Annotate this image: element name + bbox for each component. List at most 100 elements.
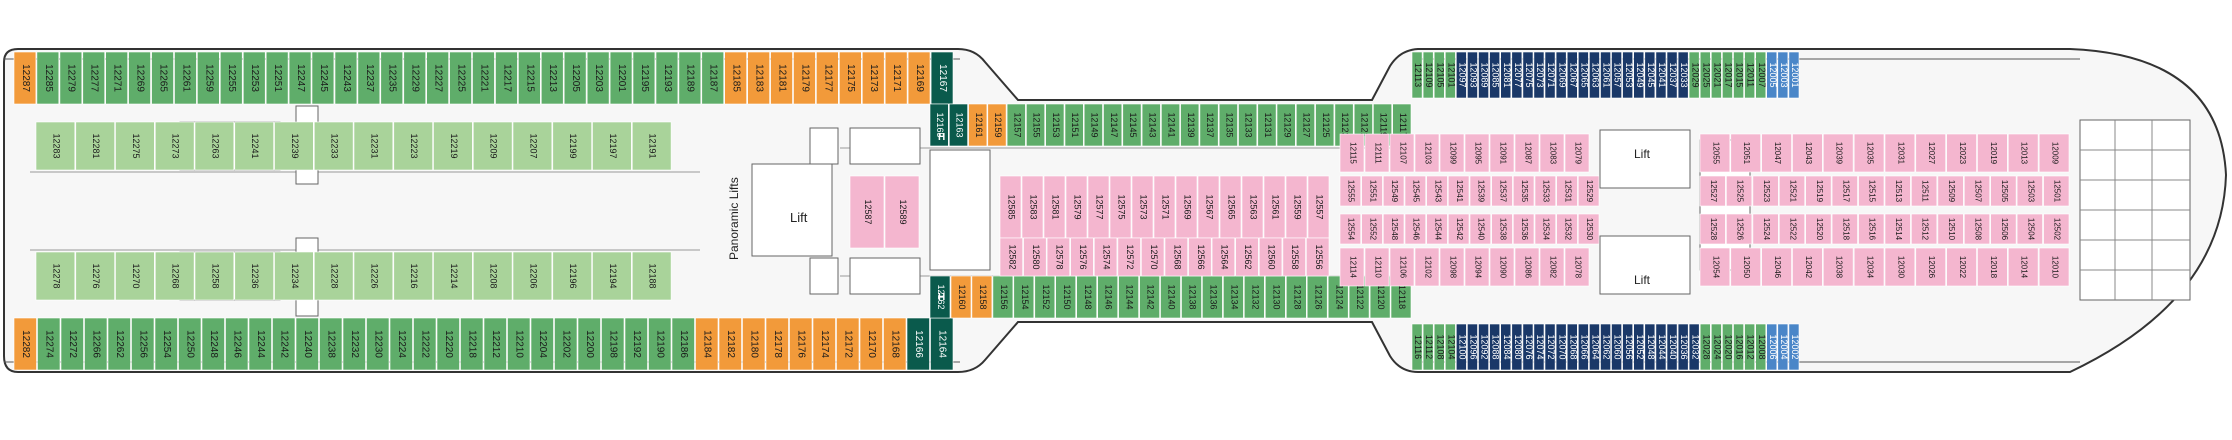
cabin-12163[interactable]: 12163	[948, 103, 968, 147]
cabin-12502[interactable]: 12502	[2043, 213, 2070, 245]
cabin-12240[interactable]: 12240	[295, 317, 319, 371]
cabin-12580[interactable]: 12580	[1023, 237, 1047, 277]
cabin-12144[interactable]: 12144	[1118, 275, 1139, 319]
cabin-12501[interactable]: 12501	[2043, 175, 2070, 207]
cabin-12099[interactable]: 12099	[1439, 133, 1465, 173]
cabin-12111[interactable]: 12111	[1364, 133, 1390, 173]
cabin-12223[interactable]: 12223	[393, 121, 433, 171]
cabin-12147[interactable]: 12147	[1103, 103, 1123, 147]
cabin-12196[interactable]: 12196	[552, 251, 592, 301]
cabin-12559[interactable]: 12559	[1285, 175, 1308, 239]
cabin-12131[interactable]: 12131	[1257, 103, 1277, 147]
cabin-12254[interactable]: 12254	[154, 317, 178, 371]
cabin-12523[interactable]: 12523	[1752, 175, 1779, 207]
cabin-12566[interactable]: 12566	[1188, 237, 1212, 277]
cabin-12554[interactable]: 12554	[1339, 213, 1362, 245]
cabin-12087[interactable]: 12087	[1514, 133, 1540, 173]
cabin-12569[interactable]: 12569	[1175, 175, 1198, 239]
cabin-12025[interactable]: 12025	[1699, 51, 1711, 99]
cabin-12097[interactable]: 12097	[1456, 51, 1468, 99]
cabin-12571[interactable]: 12571	[1153, 175, 1176, 239]
cabin-12050[interactable]: 12050	[1730, 247, 1761, 287]
cabin-12079[interactable]: 12079	[1564, 133, 1590, 173]
cabin-12576[interactable]: 12576	[1070, 237, 1094, 277]
cabin-12516[interactable]: 12516	[1858, 213, 1885, 245]
cabin-12049[interactable]: 12049	[1633, 51, 1645, 99]
cabin-12261[interactable]: 12261	[174, 51, 197, 105]
cabin-12204[interactable]: 12204	[530, 317, 554, 371]
cabin-12068[interactable]: 12068	[1566, 323, 1578, 371]
cabin-12548[interactable]: 12548	[1383, 213, 1405, 245]
cabin-12507[interactable]: 12507	[1964, 175, 1991, 207]
cabin-12202[interactable]: 12202	[554, 317, 578, 371]
cabin-12561[interactable]: 12561	[1263, 175, 1286, 239]
cabin-12126[interactable]: 12126	[1306, 275, 1328, 319]
cabin-12179[interactable]: 12179	[793, 51, 816, 105]
cabin-12276[interactable]: 12276	[75, 251, 115, 301]
cabin-12216[interactable]: 12216	[393, 251, 433, 301]
cabin-12015[interactable]: 12015	[1733, 51, 1745, 99]
cabin-12535[interactable]: 12535	[1513, 175, 1535, 207]
cabin-12034[interactable]: 12034	[1853, 247, 1885, 287]
cabin-12552[interactable]: 12552	[1361, 213, 1383, 245]
cabin-12194[interactable]: 12194	[592, 251, 632, 301]
cabin-12258[interactable]: 12258	[194, 251, 235, 301]
cabin-12102[interactable]: 12102	[1414, 247, 1440, 287]
cabin-12178[interactable]: 12178	[765, 317, 789, 371]
cabin-12281[interactable]: 12281	[75, 121, 115, 171]
cabin-12237[interactable]: 12237	[357, 51, 381, 105]
cabin-12188[interactable]: 12188	[631, 251, 672, 301]
cabin-12170[interactable]: 12170	[859, 317, 883, 371]
cabin-12039[interactable]: 12039	[1823, 133, 1854, 173]
cabin-12222[interactable]: 12222	[413, 317, 437, 371]
cabin-12108[interactable]: 12108	[1433, 323, 1445, 371]
cabin-12509[interactable]: 12509	[1937, 175, 1964, 207]
cabin-12146[interactable]: 12146	[1097, 275, 1118, 319]
cabin-12263[interactable]: 12263	[194, 121, 235, 171]
cabin-12239[interactable]: 12239	[274, 121, 314, 171]
cabin-12243[interactable]: 12243	[334, 51, 358, 105]
cabin-12262[interactable]: 12262	[107, 317, 131, 371]
cabin-12244[interactable]: 12244	[248, 317, 272, 371]
cabin-12010[interactable]: 12010	[2038, 247, 2070, 287]
cabin-12078[interactable]: 12078	[1564, 247, 1590, 287]
cabin-12224[interactable]: 12224	[389, 317, 413, 371]
cabin-12164[interactable]: 12164	[930, 317, 954, 371]
cabin-12519[interactable]: 12519	[1805, 175, 1832, 207]
cabin-12046[interactable]: 12046	[1761, 247, 1792, 287]
cabin-12511[interactable]: 12511	[1911, 175, 1938, 207]
cabin-12061[interactable]: 12061	[1600, 51, 1612, 99]
cabin-12083[interactable]: 12083	[1539, 133, 1565, 173]
cabin-12128[interactable]: 12128	[1286, 275, 1307, 319]
cabin-12001[interactable]: 12001	[1788, 51, 1800, 99]
cabin-12171[interactable]: 12171	[884, 51, 908, 105]
cabin-12245[interactable]: 12245	[311, 51, 335, 105]
cabin-12200[interactable]: 12200	[577, 317, 601, 371]
cabin-12063[interactable]: 12063	[1589, 51, 1601, 99]
cabin-12203[interactable]: 12203	[586, 51, 610, 105]
cabin-12589[interactable]: 12589	[884, 175, 920, 249]
cabin-12228[interactable]: 12228	[313, 251, 354, 301]
cabin-12159[interactable]: 12159	[987, 103, 1007, 147]
cabin-12135[interactable]: 12135	[1218, 103, 1238, 147]
cabin-12098[interactable]: 12098	[1439, 247, 1465, 287]
cabin-12570[interactable]: 12570	[1141, 237, 1165, 277]
cabin-12185[interactable]: 12185	[724, 51, 747, 105]
cabin-12253[interactable]: 12253	[243, 51, 266, 105]
cabin-12103[interactable]: 12103	[1414, 133, 1440, 173]
cabin-12536[interactable]: 12536	[1513, 213, 1535, 245]
cabin-12515[interactable]: 12515	[1858, 175, 1885, 207]
cabin-12057[interactable]: 12057	[1611, 51, 1623, 99]
cabin-12581[interactable]: 12581	[1043, 175, 1066, 239]
cabin-12095[interactable]: 12095	[1464, 133, 1490, 173]
cabin-12573[interactable]: 12573	[1131, 175, 1154, 239]
cabin-12006[interactable]: 12006	[1766, 323, 1778, 371]
cabin-12084[interactable]: 12084	[1500, 323, 1512, 371]
cabin-12549[interactable]: 12549	[1383, 175, 1405, 207]
cabin-12503[interactable]: 12503	[2016, 175, 2043, 207]
cabin-12023[interactable]: 12023	[1946, 133, 1977, 173]
cabin-12225[interactable]: 12225	[449, 51, 472, 105]
cabin-12259[interactable]: 12259	[197, 51, 220, 105]
cabin-12110[interactable]: 12110	[1364, 247, 1390, 287]
cabin-12018[interactable]: 12018	[1977, 247, 2008, 287]
